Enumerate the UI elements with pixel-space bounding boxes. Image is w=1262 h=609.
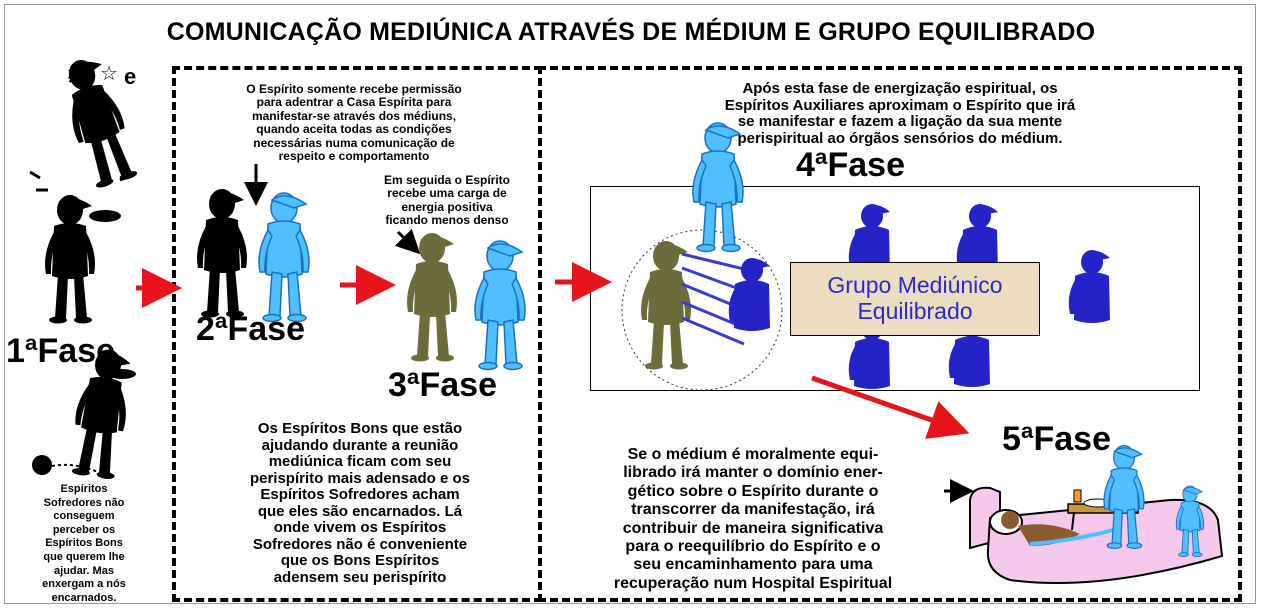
light-blue-guide-spirit-icon: [258, 192, 310, 323]
pointer-arrow-energy: [394, 228, 421, 255]
svg-text:*: *: [68, 70, 77, 95]
hospital-bed-icon: [969, 486, 1224, 584]
text-energization: Após esta fase de energização espiritual…: [724, 80, 1076, 147]
outer-frame: [4, 4, 1256, 604]
phase-1-label: 1ªFase: [6, 332, 115, 370]
text-medium-balance: Se o médium é moralmente equi-librado ir…: [613, 446, 893, 592]
spirit-with-ball-icon: [32, 346, 136, 481]
svg-text:☆: ☆: [100, 61, 118, 85]
black-spirit-phase2-icon: [197, 189, 247, 318]
arrow-phase4-to-phase5: [811, 375, 970, 439]
svg-text:e: e: [124, 64, 136, 89]
phase-2-label: 2ªFase: [196, 310, 305, 348]
phase-4-label: 4ªFase: [796, 146, 905, 184]
light-blue-helper-spirit-icon: [474, 240, 526, 371]
manifesting-spirit-icon: [641, 241, 691, 370]
dashed-panel-phase-4-5: [538, 66, 1242, 602]
phase-3-label: 3ªFase: [388, 366, 497, 404]
confused-spirit-icon: * ! ☆ e: [29, 52, 141, 192]
page-title: COMUNICAÇÃO MEDIÚNICA ATRAVÉS DE MÉDIUM …: [166, 18, 1096, 46]
olive-spirit-phase3-icon: [407, 233, 457, 362]
grupo-mediunico-label-box: Grupo Mediúnico Equilibrado: [790, 262, 1040, 336]
black-spirit-icon: [45, 195, 121, 324]
medium-icon: [728, 258, 770, 331]
phase-5-label: 5ªFase: [1002, 420, 1111, 458]
grupo-label-line: Grupo Mediúnico: [827, 272, 1003, 298]
medium-icon: [1068, 250, 1110, 323]
svg-text:!: !: [88, 64, 95, 89]
energy-circle: [621, 229, 783, 391]
grupo-label-line: Equilibrado: [857, 298, 973, 324]
